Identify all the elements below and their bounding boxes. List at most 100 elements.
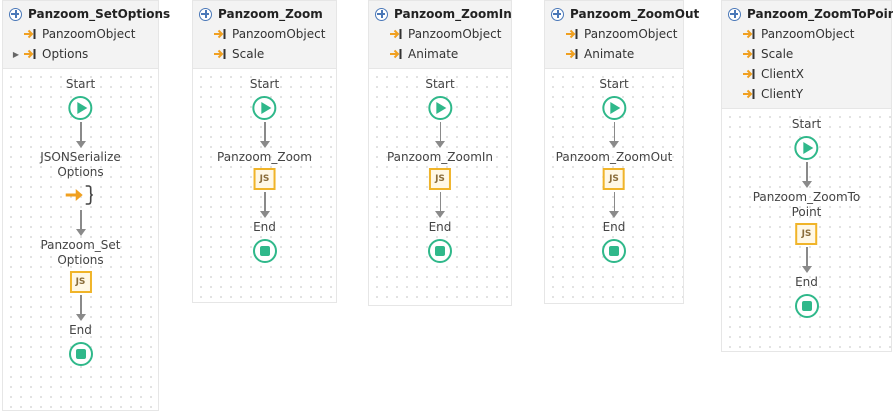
end-node[interactable]: End [68,323,93,366]
connector-arrow [75,122,87,148]
connector-arrow [75,295,87,321]
end-label: End [795,275,818,289]
end-node[interactable]: End [794,275,819,318]
input-parameter[interactable]: Scale [728,44,891,64]
start-node[interactable]: Start [425,77,455,120]
start-label: Start [65,77,96,91]
input-parameter[interactable]: PanzoomObject [728,24,891,44]
start-icon [601,96,626,120]
input-parameter-icon [23,48,37,60]
parameter-name: Scale [232,47,265,61]
input-parameter[interactable]: ▶ Options [9,44,158,64]
parameter-name: PanzoomObject [761,27,855,41]
start-label: Start [599,77,629,91]
action-title-row[interactable]: Panzoom_ZoomToPoint [728,4,893,24]
input-parameter[interactable]: PanzoomObject [199,24,336,44]
action-title: Panzoom_ZoomOut [570,7,700,21]
input-parameter-icon [389,28,403,40]
input-parameter[interactable]: ClientY [728,84,891,104]
end-node[interactable]: End [602,220,626,263]
server-action-icon [375,7,388,21]
input-parameter[interactable]: PanzoomObject [551,24,683,44]
input-parameter[interactable]: Animate [375,44,511,64]
end-icon [252,239,277,263]
end-label: End [253,220,276,234]
javascript-icon: JS [253,168,276,190]
end-icon [794,294,819,318]
step-label: JSONSerialize [40,150,121,164]
connector-arrow [801,162,813,188]
server-action-icon [551,7,564,21]
end-label: End [69,323,92,337]
end-label: End [602,220,626,234]
input-parameter-icon [742,48,756,60]
input-parameter-icon [389,48,403,60]
start-node[interactable]: Start [250,77,279,120]
server-action-icon [728,7,741,21]
connector-arrow [608,122,620,148]
end-node[interactable]: End [428,220,452,263]
end-icon [68,342,93,366]
input-parameter[interactable]: ClientX [728,64,891,84]
start-node[interactable]: Start [792,117,821,160]
action-title-row[interactable]: Panzoom_ZoomIn [375,4,512,24]
javascript-icon: JS [603,168,625,190]
parameter-name: Options [42,47,89,61]
action-title: Panzoom_Zoom [218,7,323,21]
start-icon [427,96,452,120]
parameter-name: PanzoomObject [408,27,502,41]
action-title-row[interactable]: Panzoom_ZoomOut [551,4,699,24]
connector-arrow [434,192,446,218]
end-node[interactable]: End [252,220,277,263]
step-label: Point [791,205,822,219]
start-label: Start [425,77,455,91]
input-parameter-icon [565,48,579,60]
input-parameter[interactable]: PanzoomObject [9,24,158,44]
action-title-row[interactable]: Panzoom_SetOptions [9,4,170,24]
javascript-icon: JS [795,223,818,245]
input-parameter[interactable]: Animate [551,44,683,64]
step-label: Panzoom_ZoomTo [752,190,861,204]
server-action-icon [199,7,212,21]
parameter-name: PanzoomObject [42,27,136,41]
connector-arrow [259,122,271,148]
javascript-icon: JS [69,271,92,293]
input-parameter-icon [23,28,37,40]
connector-arrow [608,192,620,218]
start-node[interactable]: Start [66,77,95,120]
start-icon [68,96,93,120]
input-parameter-icon [213,28,227,40]
action-title: Panzoom_SetOptions [28,7,171,21]
input-parameter[interactable]: Scale [199,44,336,64]
start-icon [794,136,819,160]
end-icon [602,239,626,263]
input-parameter-icon [742,28,756,40]
parameter-name: ClientX [761,67,804,81]
input-parameter-icon [213,48,227,60]
action-title-row[interactable]: Panzoom_Zoom [199,4,336,24]
input-parameter-icon [565,28,579,40]
end-icon [428,239,452,263]
input-parameter[interactable]: PanzoomObject [375,24,511,44]
start-node[interactable]: Start [599,77,629,120]
start-label: Start [791,117,822,131]
expand-caret-icon[interactable]: ▶ [12,49,20,59]
